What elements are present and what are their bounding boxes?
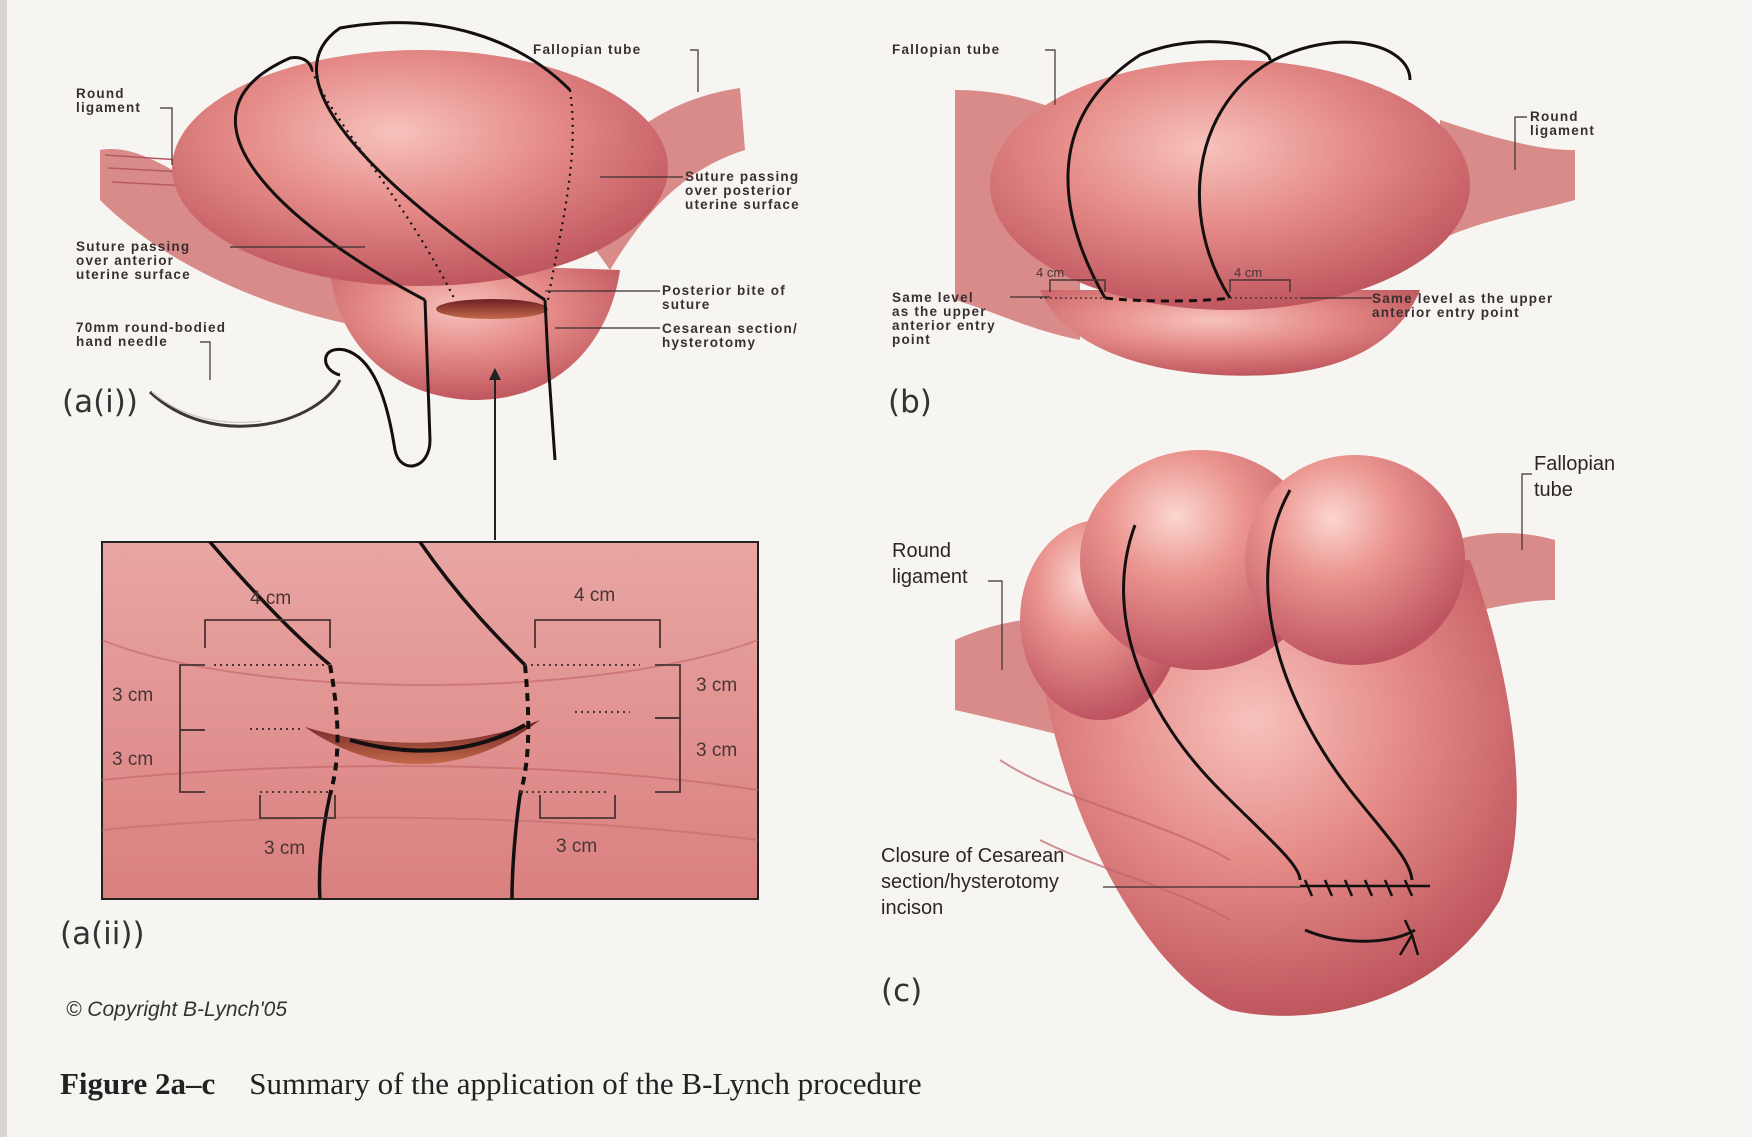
ai-suture-anterior-label: Suture passing over anterior uterine sur… [76,240,191,282]
b-fallopian-tube-label: Fallopian tube [892,43,1000,57]
b-same-level-right-label: Same level as the upper anterior entry p… [1372,292,1553,320]
ai-fallopian-tube-label: Fallopian tube [533,43,641,57]
ai-needle-label: 70mm round-bodied hand needle [76,321,226,349]
aii-dim-left-lower: 3 cm [112,749,153,771]
b-dim-left: 4 cm [1036,265,1064,280]
b-same-level-left-label: Same level as the upper anterior entry p… [892,291,996,347]
ai-posterior-bite-label: Posterior bite of suture [662,284,786,312]
panel-b-uterus [955,42,1575,376]
panel-ai-id: (a(i)) [62,384,138,420]
panel-b-id: (b) [888,384,932,420]
aii-dim-bottom-right: 3 cm [556,836,597,858]
aii-dim-right-lower: 3 cm [696,740,737,762]
panel-c-id: (c) [881,973,922,1009]
aii-dim-top-left: 4 cm [250,588,291,610]
copyright-notice: © Copyright B-Lynch'05 [66,998,287,1022]
figure-caption: Figure 2a–c Summary of the application of… [60,1066,922,1102]
ai-suture-posterior-label: Suture passing over posterior uterine su… [685,170,800,212]
panel-c-uterus [955,450,1555,1016]
b-round-ligament-label: Round ligament [1530,110,1595,138]
aii-dim-top-right: 4 cm [574,585,615,607]
aii-dim-right-upper: 3 cm [696,675,737,697]
b-dim-right: 4 cm [1234,265,1262,280]
ai-cesarean-label: Cesarean section/ hysterotomy [662,322,798,350]
figure-caption-text: Summary of the application of the B-Lync… [249,1066,921,1101]
panel-aii-detail [102,542,758,899]
panel-aii-id: (a(ii)) [60,916,145,952]
figure-number: Figure 2a–c [60,1066,215,1101]
panel-ai-uterus [100,23,745,540]
aii-dim-left-upper: 3 cm [112,685,153,707]
aii-dim-bottom-left: 3 cm [264,838,305,860]
c-fallopian-tube-label: Fallopian tube [1534,451,1615,503]
c-round-ligament-label: Round ligament [892,538,968,590]
c-closure-label: Closure of Cesarean section/hysterotomy … [881,843,1064,921]
ai-round-ligament-label: Round ligament [76,87,141,115]
